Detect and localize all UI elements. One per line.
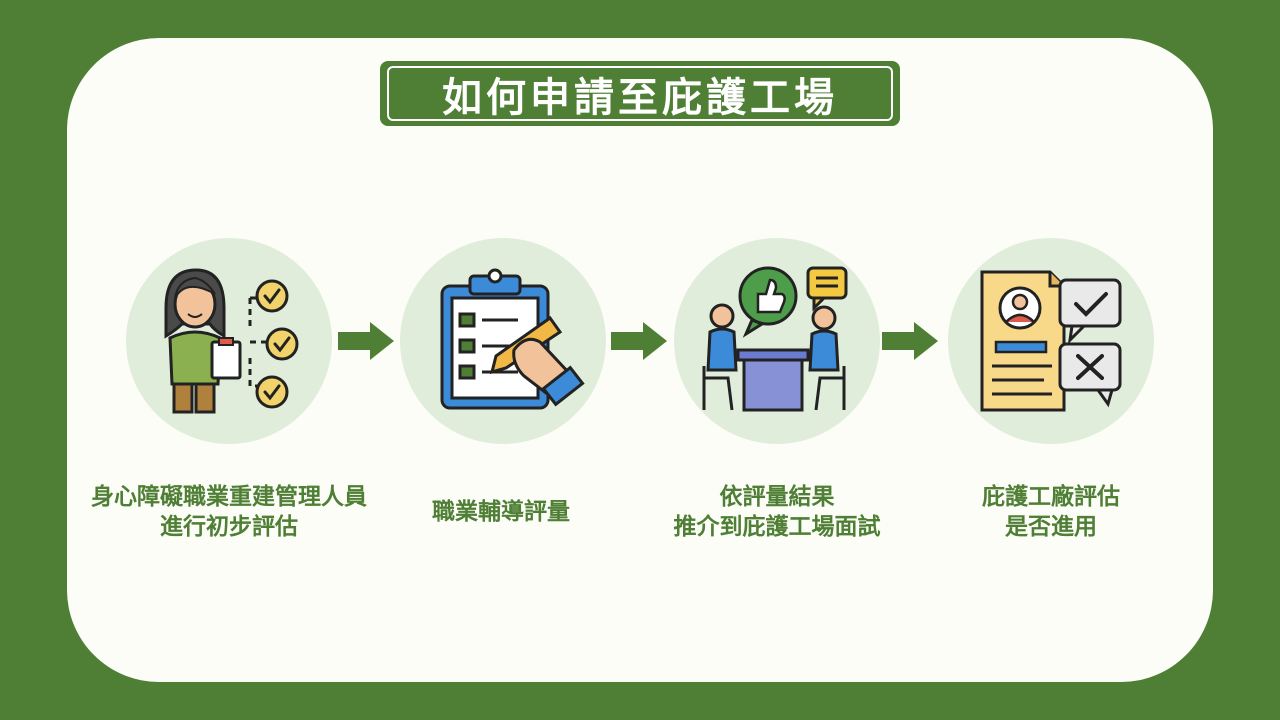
evaluator-checklist-icon	[164, 268, 299, 414]
clipboard-checklist-icon	[440, 268, 585, 410]
step-3-label: 依評量結果 推介到庇護工場面試	[612, 482, 942, 542]
step-1-line-1: 身心障礙職業重建管理人員	[91, 484, 367, 510]
arrow-right-icon	[882, 322, 938, 360]
step-4-line-1: 庇護工廠評估	[982, 484, 1120, 510]
title-frame: 如何申請至庇護工場	[387, 66, 893, 121]
step-1-circle	[126, 238, 332, 444]
step-3-line-2: 推介到庇護工場面試	[673, 514, 881, 540]
step-4-line-2: 是否進用	[1005, 514, 1097, 540]
step-2-line-1: 職業輔導評量	[432, 499, 570, 525]
title-banner: 如何申請至庇護工場	[380, 61, 900, 126]
step-2-circle	[400, 238, 606, 444]
step-4-circle	[948, 238, 1154, 444]
step-1-label: 身心障礙職業重建管理人員 進行初步評估	[64, 482, 394, 542]
resume-approve-reject-icon	[980, 270, 1122, 412]
arrow-right-icon	[611, 322, 667, 360]
step-3-line-1: 依評量結果	[719, 484, 835, 510]
step-1-line-2: 進行初步評估	[160, 514, 298, 540]
arrow-right-icon	[338, 322, 394, 360]
step-3-circle	[674, 238, 880, 444]
step-4-label: 庇護工廠評估 是否進用	[886, 482, 1216, 542]
interview-meeting-icon	[702, 266, 848, 412]
page-title: 如何申請至庇護工場	[442, 74, 838, 121]
step-2-label: 職業輔導評量	[336, 497, 666, 527]
